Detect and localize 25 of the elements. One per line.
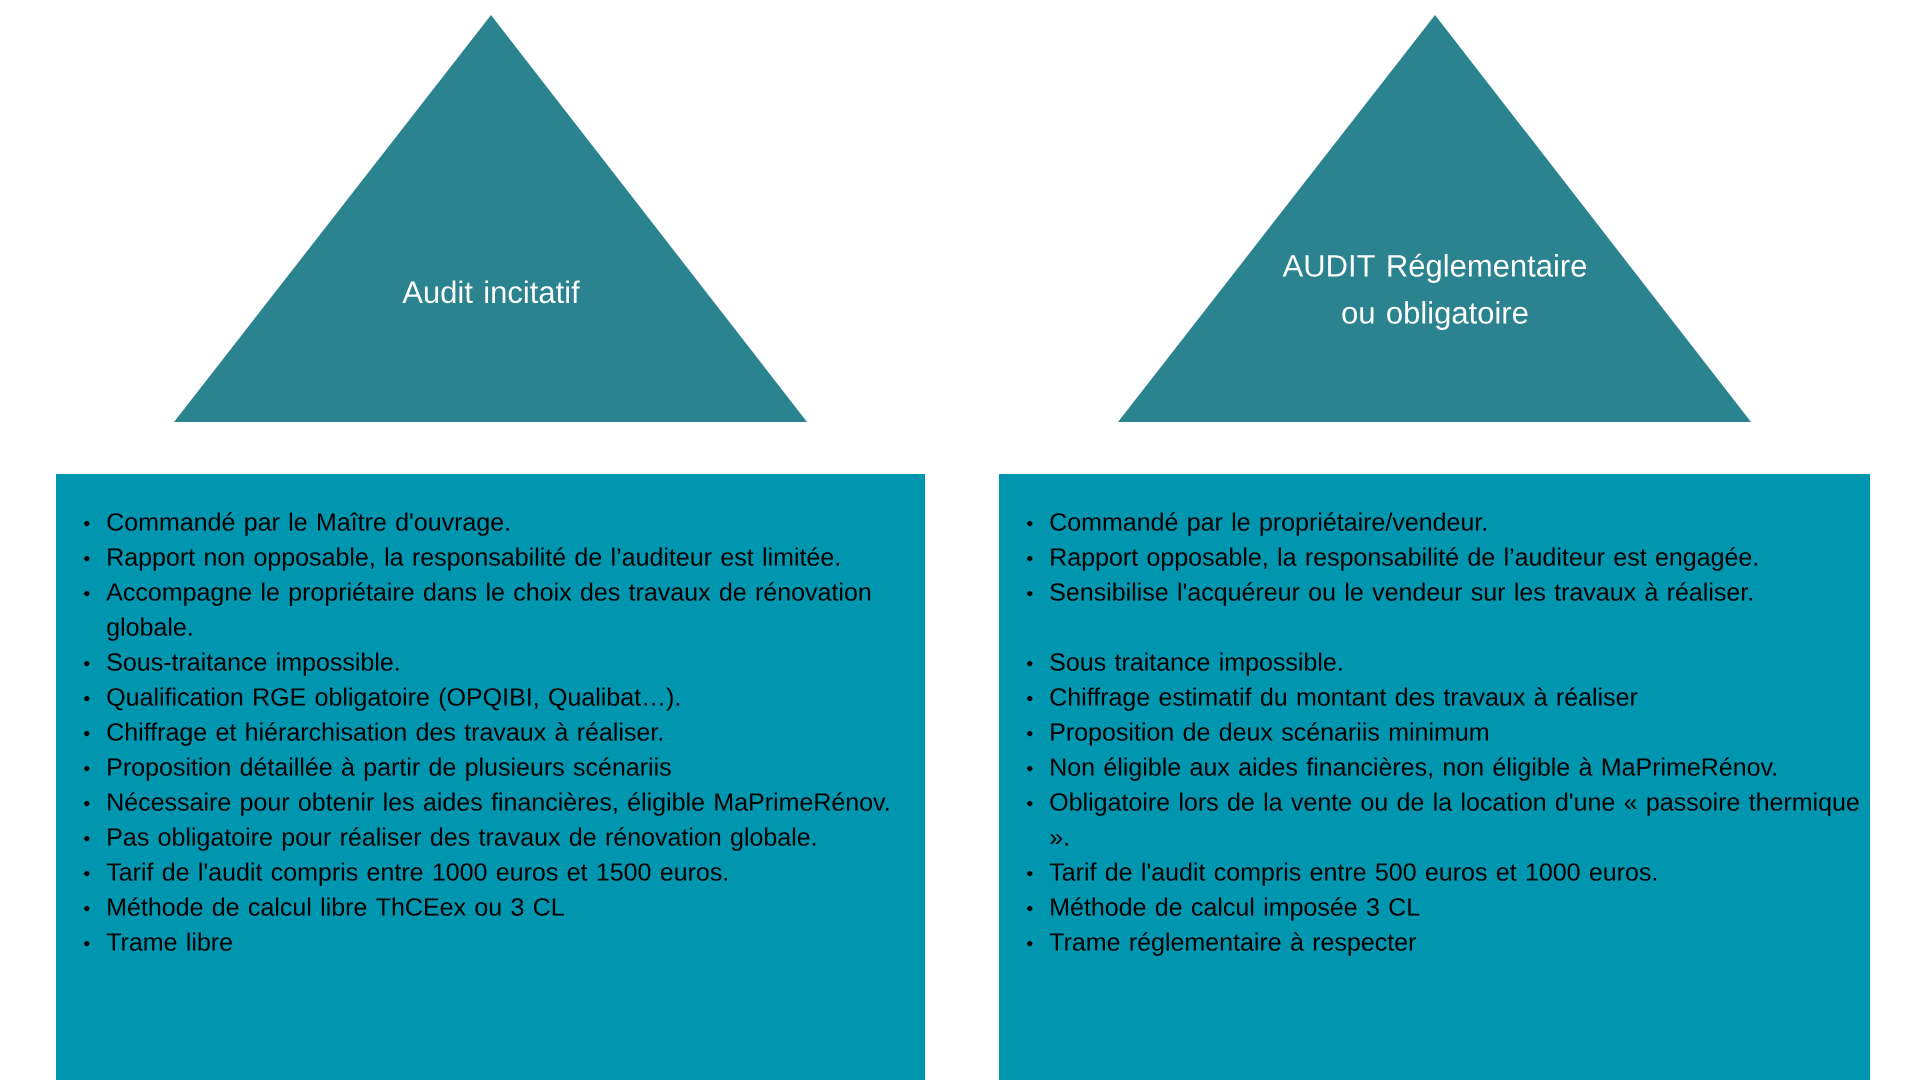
bullet-item: Rapport opposable, la responsabilité de l’auditeur est engagée. <box>1027 547 1757 571</box>
bullet-item: Proposition détaillée à partir de plusieurs scénariis <box>84 757 671 781</box>
bullet-item: Trame réglementaire à respecter <box>1027 932 1416 956</box>
bullet-item: Méthode de calcul libre ThCEex ou 3 CL <box>84 897 564 916</box>
bullet-item: Commandé par le Maître d'ouvrage. <box>84 512 509 536</box>
bullet-item: Obligatoire lors de la vente ou de la location d'une « passoire thermique ». <box>1027 792 1859 846</box>
bullet-item: Pas obligatoire pour réaliser des travaux de rénovation globale. <box>84 827 816 851</box>
bullet-item: Chiffrage estimatif du montant des travaux à réaliser <box>1027 687 1638 711</box>
bullet-item: Sous-traitance impossible. <box>84 652 399 676</box>
bullet-item: Commandé par le propriétaire/vendeur. <box>1027 512 1486 536</box>
bullet-item: Nécessaire pour obtenir les aides financières, éligible MaPrimeRénov. <box>84 792 889 816</box>
bullet-item: Rapport non opposable, la responsabilité de l’auditeur est limitée. <box>84 547 839 571</box>
bullet-item: Sensibilise l'acquéreur ou le vendeur sur les travaux à réaliser. <box>1027 582 1752 606</box>
bullet-item: Trame libre <box>84 932 232 951</box>
bullet-item: Accompagne le propriétaire dans le choix des travaux de rénovation globale. <box>84 582 871 641</box>
bullet-item: Sous traitance impossible. <box>1027 652 1342 676</box>
text-panel <box>999 474 1870 1080</box>
bullet-item: Tarif de l'audit compris entre 1000 euros et 1500 euros. <box>84 862 727 886</box>
bullet-item: Non éligible aux aides financières, non éligible à MaPrimeRénov. <box>1027 757 1776 781</box>
bullet-item: Méthode de calcul imposée 3 CL <box>1027 897 1420 921</box>
bullet-item: Proposition de deux scénariis minimum <box>1027 722 1488 746</box>
bullet-item: Chiffrage et hiérarchisation des travaux à réaliser. <box>84 722 662 746</box>
text-panel <box>56 474 925 1080</box>
bullet-item: Qualification RGE obligatoire (OPQIBI, Qualibat…). <box>84 687 680 711</box>
bullet-item: Tarif de l'audit compris entre 500 euros et 1000 euros. <box>1027 862 1657 886</box>
